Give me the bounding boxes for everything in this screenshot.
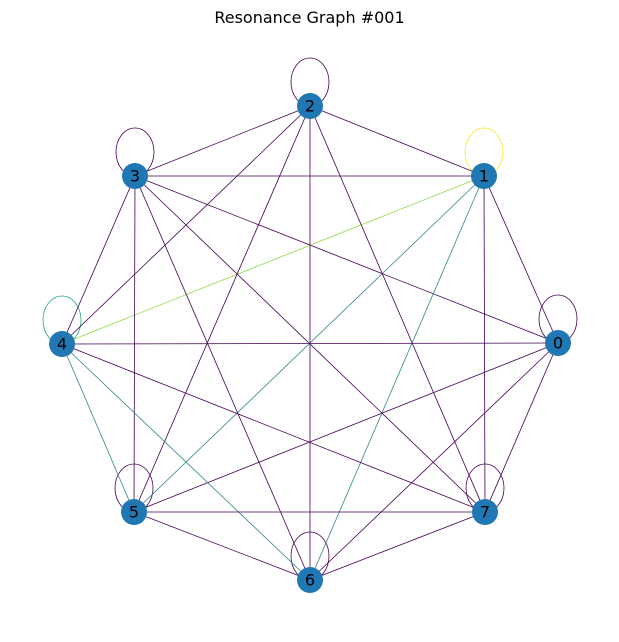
edge-3-7: [134, 175, 486, 513]
edge-1-2: [309, 105, 485, 177]
edge-6-7: [309, 511, 486, 581]
edge-1-4: [61, 175, 485, 345]
node-3: 3: [122, 163, 148, 189]
node-0-marker: [545, 330, 571, 356]
edge-4-5: [61, 343, 135, 513]
node-1-label: 1: [479, 167, 489, 186]
node-3-label: 3: [130, 167, 140, 186]
edge-3-6: [134, 175, 311, 581]
node-7: 7: [472, 499, 498, 525]
node-3-marker: [122, 163, 148, 189]
nodes-layer: 0 1 2 3 4 5 6 7: [49, 93, 571, 593]
edge-2-5: [133, 105, 311, 513]
edge-1-7: [483, 175, 486, 513]
node-2: 2: [297, 93, 323, 119]
edge-0-7: [484, 342, 559, 513]
node-4-label: 4: [57, 335, 67, 354]
edge-3-5: [133, 175, 136, 513]
edge-4-7: [61, 343, 486, 513]
edge-0-3: [134, 175, 559, 344]
graph-title: Resonance Graph #001: [214, 8, 405, 27]
edge-2-3: [134, 105, 311, 177]
node-6: 6: [297, 567, 323, 593]
node-1-marker: [471, 163, 497, 189]
edge-3-4: [61, 175, 136, 345]
edge-0-1: [483, 175, 559, 344]
node-7-marker: [472, 499, 498, 525]
node-0: 0: [545, 330, 571, 356]
edge-2-7: [309, 105, 486, 513]
edges-layer: [61, 105, 559, 581]
node-6-label: 6: [305, 571, 315, 590]
edge-1-6: [309, 175, 485, 581]
node-5: 5: [121, 499, 147, 525]
node-2-label: 2: [305, 97, 315, 116]
edge-5-6: [133, 511, 311, 581]
node-7-label: 7: [480, 503, 490, 522]
edge-4-6: [61, 343, 311, 581]
edge-0-6: [309, 342, 559, 581]
node-4: 4: [49, 331, 75, 357]
node-0-label: 0: [553, 334, 563, 353]
node-5-label: 5: [129, 503, 139, 522]
edge-1-5: [133, 175, 485, 513]
node-4-marker: [49, 331, 75, 357]
node-6-marker: [297, 567, 323, 593]
node-1: 1: [471, 163, 497, 189]
edge-0-5: [133, 342, 559, 513]
node-2-marker: [297, 93, 323, 119]
node-5-marker: [121, 499, 147, 525]
